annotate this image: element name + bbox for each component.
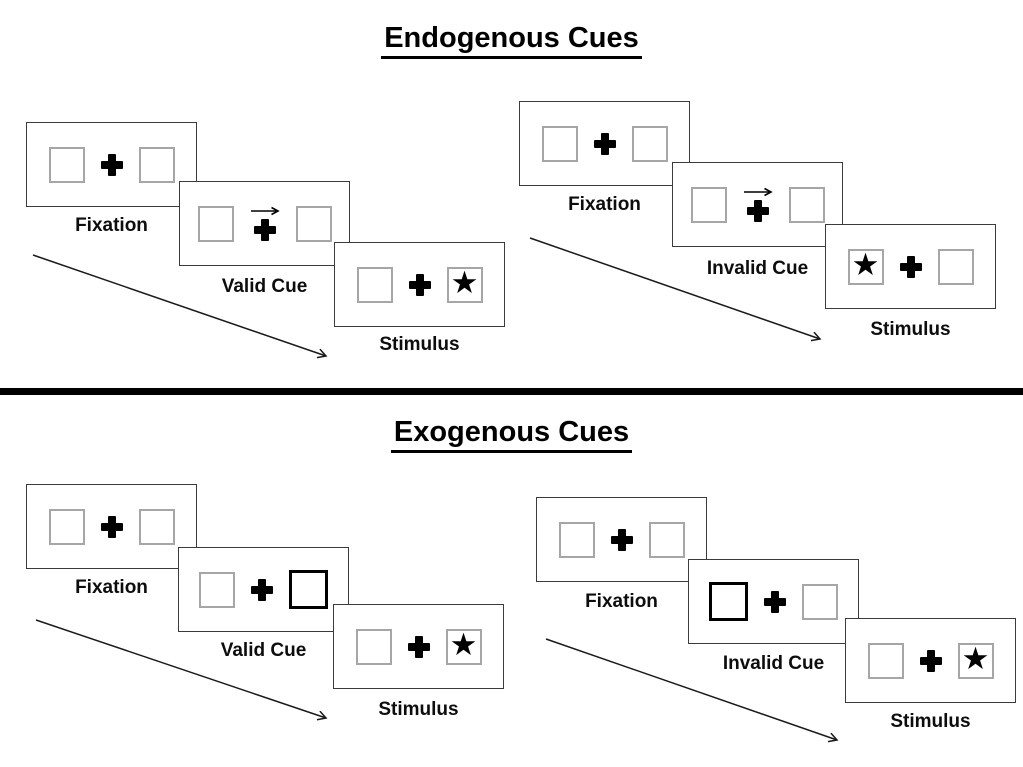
title-text: Endogenous Cues <box>381 22 642 59</box>
right-box <box>648 521 685 558</box>
fixation-cross-icon <box>593 132 616 155</box>
right-box <box>295 205 332 242</box>
right-arrow-icon <box>743 187 773 197</box>
right-box <box>138 146 175 183</box>
panel-label: Fixation <box>75 215 148 236</box>
panel-label: Invalid Cue <box>722 653 825 674</box>
panel-label: Fixation <box>568 194 641 215</box>
fixation-cross-icon <box>100 153 123 176</box>
panel-label: Stimulus <box>379 334 460 355</box>
arrow-endogenous-invalid <box>529 237 820 339</box>
fixation-cross-icon <box>764 590 786 613</box>
panel-label: Valid Cue <box>221 276 308 297</box>
panel-label: Stimulus <box>890 711 971 732</box>
fixation-cross-icon <box>100 515 123 538</box>
endogenous-valid-cue-panel <box>179 181 350 266</box>
fixation-cross-icon <box>899 255 922 278</box>
right-arrow-icon <box>250 206 280 216</box>
exogenous-section-title: Exogenous Cues <box>0 416 1023 453</box>
exogenous-valid-stimulus-panel: ★ <box>333 604 504 689</box>
endogenous-valid-stimulus-panel: ★ <box>334 242 505 327</box>
panel-label: Valid Cue <box>220 640 307 661</box>
right-box: ★ <box>445 627 482 665</box>
star-icon: ★ <box>851 247 880 283</box>
exogenous-invalid-fixation-panel <box>536 497 707 582</box>
exogenous-invalid-cue-panel <box>688 559 859 644</box>
endogenous-invalid-cue-panel <box>672 162 843 247</box>
left-box <box>541 125 578 162</box>
endogenous-invalid-fixation-panel <box>519 101 690 186</box>
left-box <box>867 642 904 679</box>
arrow-endogenous-valid <box>32 254 326 356</box>
left-box <box>355 628 392 665</box>
left-box <box>48 146 85 183</box>
right-box <box>788 186 825 223</box>
panel-label: Stimulus <box>378 699 459 720</box>
right-box: ★ <box>957 641 994 679</box>
left-box <box>356 266 393 303</box>
fixation-cross-icon <box>251 578 273 601</box>
left-box <box>690 186 727 223</box>
exogenous-valid-fixation-panel <box>26 484 197 569</box>
title-text: Exogenous Cues <box>390 416 633 453</box>
fixation-cross-icon <box>610 528 633 551</box>
endogenous-invalid-stimulus-panel: ★ <box>825 224 996 309</box>
panel-label: Fixation <box>75 577 148 598</box>
left-box <box>197 205 234 242</box>
endogenous-valid-fixation-panel <box>26 122 197 207</box>
star-icon: ★ <box>449 627 478 663</box>
right-box <box>802 583 838 620</box>
arrow-exogenous-valid <box>35 619 326 718</box>
panel-label: Invalid Cue <box>706 258 809 279</box>
right-box-highlighted <box>289 570 328 609</box>
left-box <box>48 508 85 545</box>
panel-label: Fixation <box>585 591 658 612</box>
right-box <box>937 248 974 285</box>
right-box <box>138 508 175 545</box>
fixation-cross-icon <box>253 219 276 241</box>
right-box <box>631 125 668 162</box>
arrow-exogenous-invalid <box>545 638 837 740</box>
section-divider <box>0 388 1023 395</box>
left-box-highlighted <box>709 582 748 621</box>
fixation-cross-icon <box>746 200 769 222</box>
left-box: ★ <box>847 247 884 285</box>
fixation-cross-icon <box>407 635 430 658</box>
left-box <box>199 571 235 608</box>
star-icon: ★ <box>961 641 990 677</box>
right-box: ★ <box>446 265 483 303</box>
left-box <box>558 521 595 558</box>
exogenous-invalid-stimulus-panel: ★ <box>845 618 1016 703</box>
fixation-cross-icon <box>919 649 942 672</box>
exogenous-valid-cue-panel <box>178 547 349 632</box>
panel-label: Stimulus <box>870 319 951 340</box>
star-icon: ★ <box>450 265 479 301</box>
endogenous-section-title: Endogenous Cues <box>0 22 1023 59</box>
fixation-cross-icon <box>408 273 431 296</box>
